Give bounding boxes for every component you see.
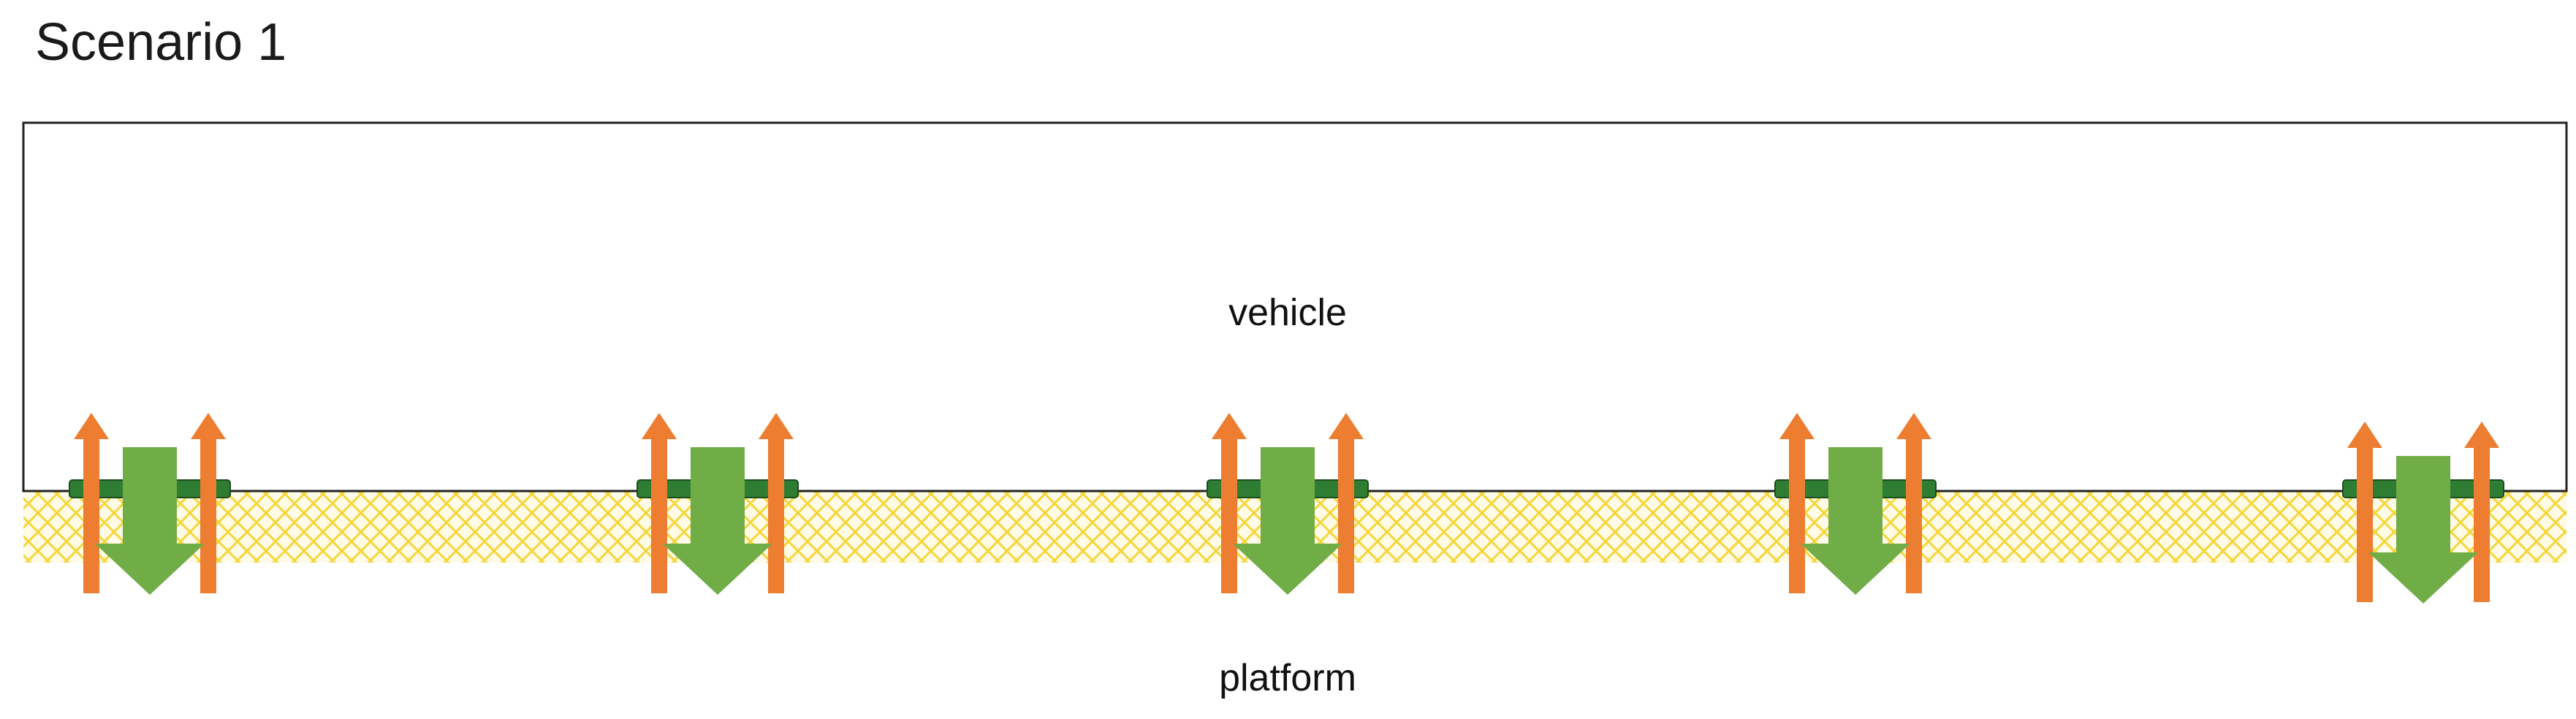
connection-4	[1774, 413, 1937, 595]
up-arrow-left	[74, 413, 109, 593]
connection-points	[69, 413, 2504, 604]
connection-2	[637, 413, 799, 595]
vehicle-body	[22, 121, 2568, 492]
up-arrow-right	[1329, 413, 1364, 593]
up-arrow-left	[1212, 413, 1247, 593]
page-title: Scenario 1	[35, 13, 287, 72]
connection-5	[2342, 422, 2504, 604]
up-arrow-left	[1779, 413, 1815, 593]
platform-label: platform	[1219, 657, 1356, 699]
down-arrow	[95, 447, 205, 595]
up-arrow-right	[759, 413, 794, 593]
up-arrow-left	[642, 413, 677, 593]
up-arrow-right	[191, 413, 226, 593]
connection-1	[69, 413, 231, 595]
vehicle-label: vehicle	[1228, 292, 1347, 334]
up-arrow-right	[1896, 413, 1931, 593]
down-arrow	[1233, 447, 1342, 595]
down-arrow	[1801, 447, 1910, 595]
up-arrow-right	[2464, 422, 2499, 602]
down-arrow	[663, 447, 772, 595]
connection-3	[1207, 413, 1369, 595]
down-arrow	[2368, 456, 2478, 604]
up-arrow-left	[2347, 422, 2382, 602]
